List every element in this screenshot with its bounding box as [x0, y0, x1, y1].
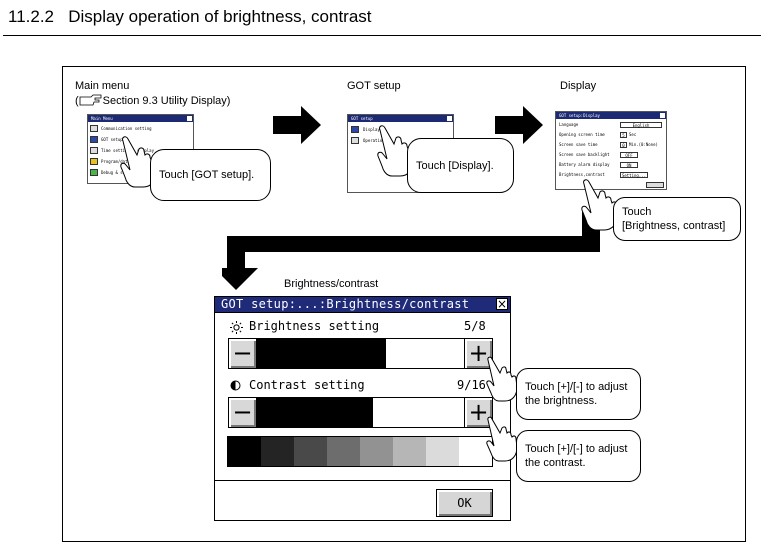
dialog-footer-divider — [214, 480, 511, 481]
step-label-display: Display — [560, 80, 597, 92]
sun-icon — [230, 321, 243, 334]
contrast-level-fill — [257, 398, 374, 427]
menu-item[interactable]: Program/data control — [101, 159, 150, 164]
setting-value[interactable]: 5 — [620, 132, 627, 138]
gray-scale-step — [426, 437, 459, 466]
gray-scale-step — [294, 437, 327, 466]
setting-value[interactable]: English — [620, 122, 662, 128]
operation-icon — [351, 137, 359, 144]
close-icon[interactable]: × — [496, 297, 508, 311]
brightness-setting-label: Brightness setting — [249, 319, 380, 333]
setting-unit: Sec — [629, 132, 637, 137]
callout-text-line2: the contrast. — [525, 457, 586, 469]
contrast-setting-label: Contrast setting — [249, 378, 365, 392]
close-icon — [660, 113, 665, 118]
callout-text-line2: the brightness. — [525, 395, 598, 407]
brightness-level-fill — [257, 339, 387, 368]
debug-icon — [90, 169, 98, 176]
step-label-brightness-contrast: Brightness/contrast — [284, 278, 379, 290]
gray-scale-step — [261, 437, 294, 466]
callout-text: Touch [Display]. — [416, 159, 494, 172]
half-circle-icon — [230, 380, 241, 391]
gray-scale-step — [327, 437, 360, 466]
contrast-value: 9/16 — [457, 378, 486, 392]
main-menu-titlebar: Main Menu — [88, 115, 193, 122]
setting-value[interactable]: OFF — [620, 152, 638, 158]
setting-label: Screen save time — [559, 142, 598, 147]
gray-scale-step — [393, 437, 426, 466]
step-label-main-menu: Main menu — [75, 80, 130, 92]
clock-icon — [90, 147, 98, 154]
dialog-titlebar: GOT setup:...:Brightness/contrast × — [215, 297, 510, 312]
close-icon — [447, 116, 452, 121]
callout-text-line1: Touch [+]/[-] to adjust — [525, 443, 628, 455]
callout-text-line2: [Brightness, contrast] — [622, 220, 726, 232]
callout-touch-display: Touch [Display]. — [407, 138, 514, 193]
setting-label: Battery alarm display — [559, 162, 610, 167]
step-ref-text: Section 9.3 Utility Display — [102, 95, 227, 107]
display-settings-screen: GOT setup:Display Language English Openi… — [555, 111, 667, 190]
got-setup-title: GOT setup — [351, 116, 373, 121]
gray-scale-step — [228, 437, 261, 466]
step-ref-main-menu: ( Section 9.3 Utility Display) — [75, 94, 231, 109]
section-heading: 11.2.2 Display operation of brightness, … — [8, 7, 372, 27]
menu-item[interactable]: Communication setting — [101, 126, 152, 131]
got-setup-icon — [90, 136, 98, 143]
display-icon — [351, 126, 359, 133]
brightness-minus-button[interactable]: − — [228, 338, 257, 369]
pointing-hand-icon — [486, 416, 518, 462]
communication-icon — [90, 125, 98, 132]
contrast-minus-button[interactable]: − — [228, 397, 257, 428]
right-arrow-icon — [273, 106, 321, 144]
reference-hand-icon — [79, 94, 103, 109]
callout-touch-got-setup: Touch [GOT setup]. — [150, 149, 271, 201]
ok-button[interactable]: OK — [436, 489, 493, 517]
close-icon — [187, 116, 192, 121]
gray-scale-test-pattern — [227, 436, 493, 467]
title-divider — [3, 35, 761, 36]
setting-label: Opening screen time — [559, 132, 605, 137]
dialog-title: GOT setup:...:Brightness/contrast — [221, 297, 470, 311]
down-return-arrow-icon — [222, 212, 600, 290]
callout-text-line1: Touch — [622, 206, 652, 218]
setting-unit: Min.(0:None) — [629, 142, 658, 147]
callout-adjust-brightness: Touch [+]/[-] to adjust the brightness. — [516, 368, 641, 420]
setting-label: Screen save backlight — [559, 152, 610, 157]
brightness-contrast-setting-button[interactable]: Setting... — [620, 172, 648, 178]
section-title: Display operation of brightness, contras… — [68, 7, 372, 26]
callout-text: Touch [GOT setup]. — [159, 169, 255, 181]
menu-item-got-setup[interactable]: GOT setup — [101, 137, 123, 142]
brightness-plus-button[interactable]: + — [464, 338, 493, 369]
setting-label: Language — [559, 122, 579, 127]
callout-adjust-contrast: Touch [+]/[-] to adjust the contrast. — [516, 430, 641, 482]
setting-value[interactable]: ON — [620, 162, 638, 168]
dialog-title-underline — [214, 312, 511, 313]
contrast-level-bar — [256, 397, 465, 428]
callout-text-line1: Touch [+]/[-] to adjust — [525, 381, 628, 393]
menu-item-display[interactable]: Display — [363, 127, 380, 132]
step-label-got-setup: GOT setup — [347, 80, 401, 92]
display-titlebar: GOT setup:Display — [556, 112, 666, 119]
setting-label-brightness-contrast: Brightness,contrast — [559, 172, 605, 177]
pointing-hand-icon — [486, 356, 518, 402]
brightness-level-bar — [256, 338, 465, 369]
folder-icon — [90, 158, 98, 165]
right-arrow-icon — [495, 106, 543, 144]
figure-frame — [62, 66, 746, 542]
display-title: GOT setup:Display — [559, 113, 600, 118]
setting-value[interactable]: 0 — [620, 142, 627, 148]
brightness-value: 5/8 — [464, 319, 486, 333]
menu-item-operation[interactable]: Operation — [363, 138, 385, 143]
mini-ok-button[interactable] — [646, 182, 664, 188]
gray-scale-step — [360, 437, 393, 466]
main-menu-title: Main Menu — [91, 116, 113, 121]
section-number: 11.2.2 — [8, 7, 55, 26]
got-setup-titlebar: GOT setup — [348, 115, 453, 122]
callout-touch-brightness-contrast: Touch [Brightness, contrast] — [613, 197, 741, 241]
